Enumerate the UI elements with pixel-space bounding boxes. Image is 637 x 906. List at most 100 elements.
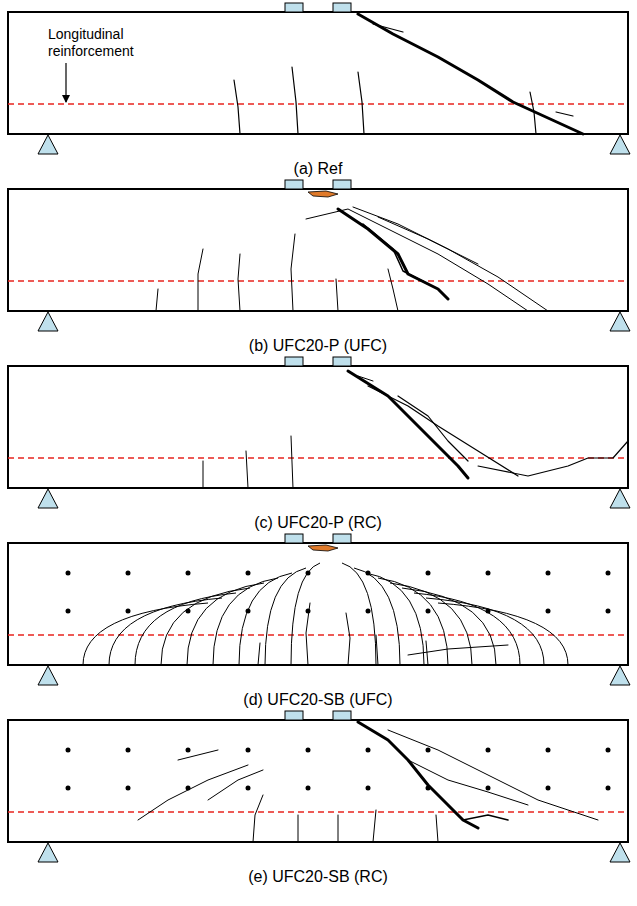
stud-bolt bbox=[606, 786, 611, 791]
support-triangle bbox=[610, 666, 630, 685]
crack-line bbox=[388, 730, 598, 820]
crack-line bbox=[426, 641, 428, 665]
beam-panel bbox=[8, 534, 630, 685]
loading-plate bbox=[333, 3, 351, 12]
loading-plate bbox=[333, 711, 351, 720]
support-triangle bbox=[610, 312, 630, 331]
crack-line bbox=[373, 24, 403, 32]
crack-line bbox=[342, 563, 376, 665]
stud-bolt bbox=[606, 571, 611, 576]
loading-plate bbox=[333, 180, 351, 189]
leader-arrow bbox=[65, 63, 66, 102]
crack-line bbox=[373, 810, 376, 842]
crack-line bbox=[265, 568, 306, 665]
stud-bolt bbox=[606, 748, 611, 753]
crack-line bbox=[83, 603, 208, 665]
stud-bolt bbox=[306, 748, 311, 753]
stud-bolt bbox=[306, 786, 311, 791]
beam-outline bbox=[8, 366, 628, 488]
crack-line bbox=[291, 563, 320, 665]
crack-line bbox=[556, 112, 573, 116]
reinforcement-line bbox=[8, 457, 628, 459]
crack-line bbox=[436, 815, 438, 842]
panel-caption: (b) UFC20-P (UFC) bbox=[246, 337, 390, 355]
stud-bolt bbox=[306, 609, 311, 614]
crack-line bbox=[258, 643, 260, 665]
stud-bolt bbox=[66, 609, 71, 614]
stud-bolt bbox=[546, 609, 551, 614]
crack-line bbox=[208, 770, 263, 800]
stud-bolt bbox=[546, 748, 551, 753]
beam-panel bbox=[8, 711, 630, 862]
loading-plate bbox=[285, 3, 303, 12]
stud-bolt bbox=[486, 571, 491, 576]
crack-line bbox=[378, 578, 448, 665]
stud-bolt bbox=[126, 609, 131, 614]
reinforcement-line bbox=[8, 280, 628, 282]
stud-bolt bbox=[126, 571, 131, 576]
loading-plate bbox=[285, 711, 303, 720]
stud-bolt bbox=[246, 786, 251, 791]
support-triangle bbox=[610, 843, 630, 862]
reinforcement-note: Longitudinal reinforcement bbox=[48, 26, 198, 60]
crack-line bbox=[336, 279, 338, 311]
support-triangle bbox=[38, 135, 58, 154]
loading-plate bbox=[333, 534, 351, 543]
crack-line bbox=[291, 234, 295, 311]
crack-line bbox=[348, 371, 468, 478]
beam-panel bbox=[8, 180, 630, 331]
crack-line bbox=[292, 67, 298, 134]
stud-bolt bbox=[186, 748, 191, 753]
stud-bolt bbox=[66, 786, 71, 791]
crack-line bbox=[198, 249, 203, 311]
stud-bolt bbox=[366, 609, 371, 614]
crack-line bbox=[408, 645, 508, 655]
crack-line bbox=[530, 92, 536, 134]
stud-bolt bbox=[66, 748, 71, 753]
crack-line bbox=[246, 451, 248, 488]
crack-line bbox=[478, 441, 628, 476]
stud-bolt bbox=[366, 786, 371, 791]
crack-line bbox=[408, 760, 528, 805]
crack-line bbox=[463, 815, 508, 820]
stud-bolt bbox=[126, 748, 131, 753]
stud-bolt bbox=[606, 609, 611, 614]
stud-bolt bbox=[66, 571, 71, 576]
crack-line bbox=[253, 795, 263, 842]
support-triangle bbox=[38, 489, 58, 508]
crack-line bbox=[346, 613, 350, 665]
crack-line bbox=[138, 765, 248, 820]
beam-panel bbox=[8, 3, 630, 154]
beam-outline bbox=[8, 189, 628, 311]
crack-line bbox=[291, 436, 293, 488]
crack-line bbox=[390, 583, 472, 665]
panel-caption: (d) UFC20-SB (UFC) bbox=[240, 691, 395, 709]
stud-bolt bbox=[246, 571, 251, 576]
crack-line bbox=[306, 209, 528, 311]
support-triangle bbox=[38, 843, 58, 862]
beam-panel bbox=[8, 357, 630, 508]
crack-line bbox=[438, 603, 568, 665]
crack-line bbox=[156, 289, 158, 311]
crack-line bbox=[354, 568, 400, 665]
loading-plate bbox=[285, 534, 303, 543]
support-triangle bbox=[610, 489, 630, 508]
stud-bolt bbox=[126, 786, 131, 791]
crack-line bbox=[203, 461, 204, 488]
reinforcement-line bbox=[8, 103, 628, 105]
crack-line bbox=[306, 603, 310, 665]
panel-caption: (a) Ref bbox=[291, 160, 346, 178]
crushing-zone bbox=[308, 191, 338, 197]
reinforcement-line bbox=[8, 811, 628, 813]
stud-bolt bbox=[546, 571, 551, 576]
loading-plate bbox=[333, 357, 351, 366]
crack-line bbox=[388, 269, 398, 311]
reinforcement-line bbox=[8, 634, 628, 636]
crack-line bbox=[353, 207, 548, 311]
crack-line bbox=[358, 72, 364, 134]
crack-line bbox=[358, 376, 373, 381]
crack-line bbox=[338, 815, 339, 842]
stud-bolt bbox=[186, 571, 191, 576]
support-triangle bbox=[38, 666, 58, 685]
